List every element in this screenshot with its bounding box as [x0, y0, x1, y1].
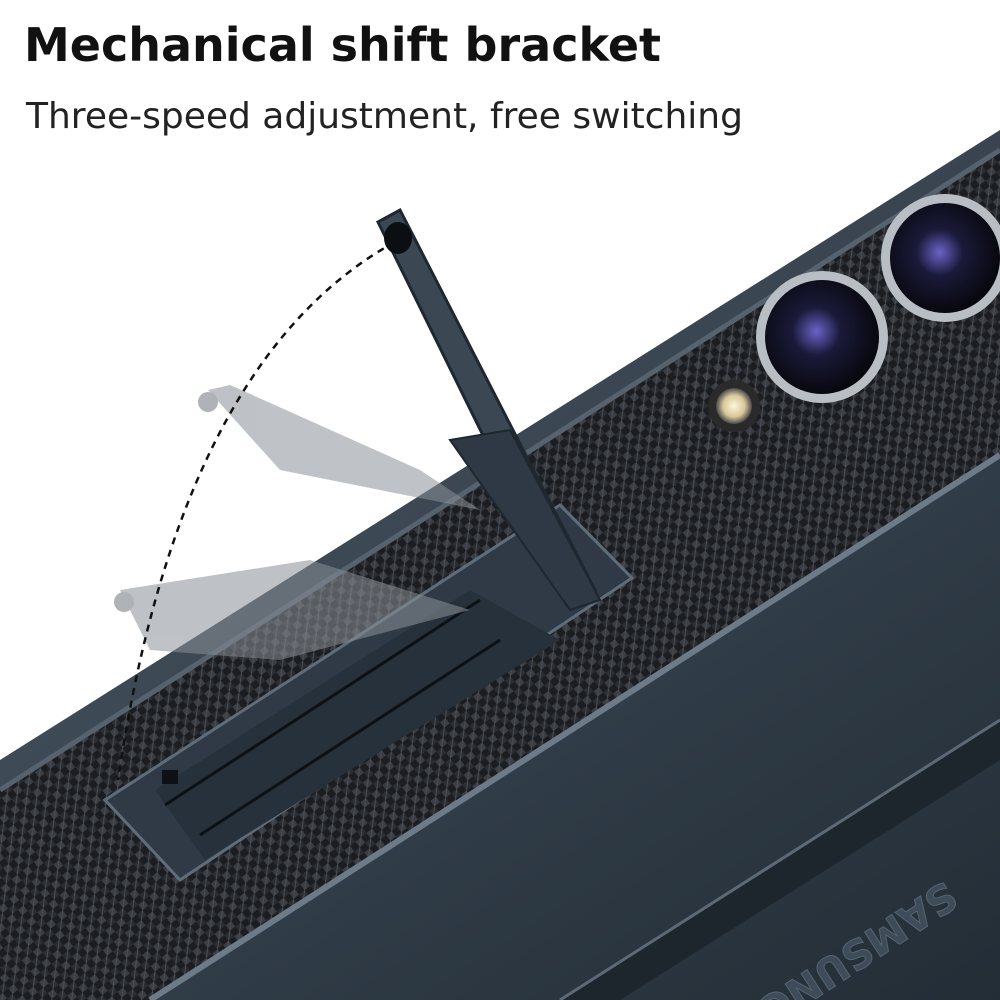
bracket-position-low	[120, 560, 470, 660]
headline: Mechanical shift bracket	[24, 18, 662, 72]
camera-module	[708, 194, 1000, 432]
subheadline: Three-speed adjustment, free switching	[26, 96, 743, 137]
ghost-bracket-positions	[114, 385, 480, 660]
bracket-position-mid	[208, 385, 480, 510]
kickstand-bracket	[376, 207, 602, 612]
rotation-arc	[116, 240, 396, 781]
